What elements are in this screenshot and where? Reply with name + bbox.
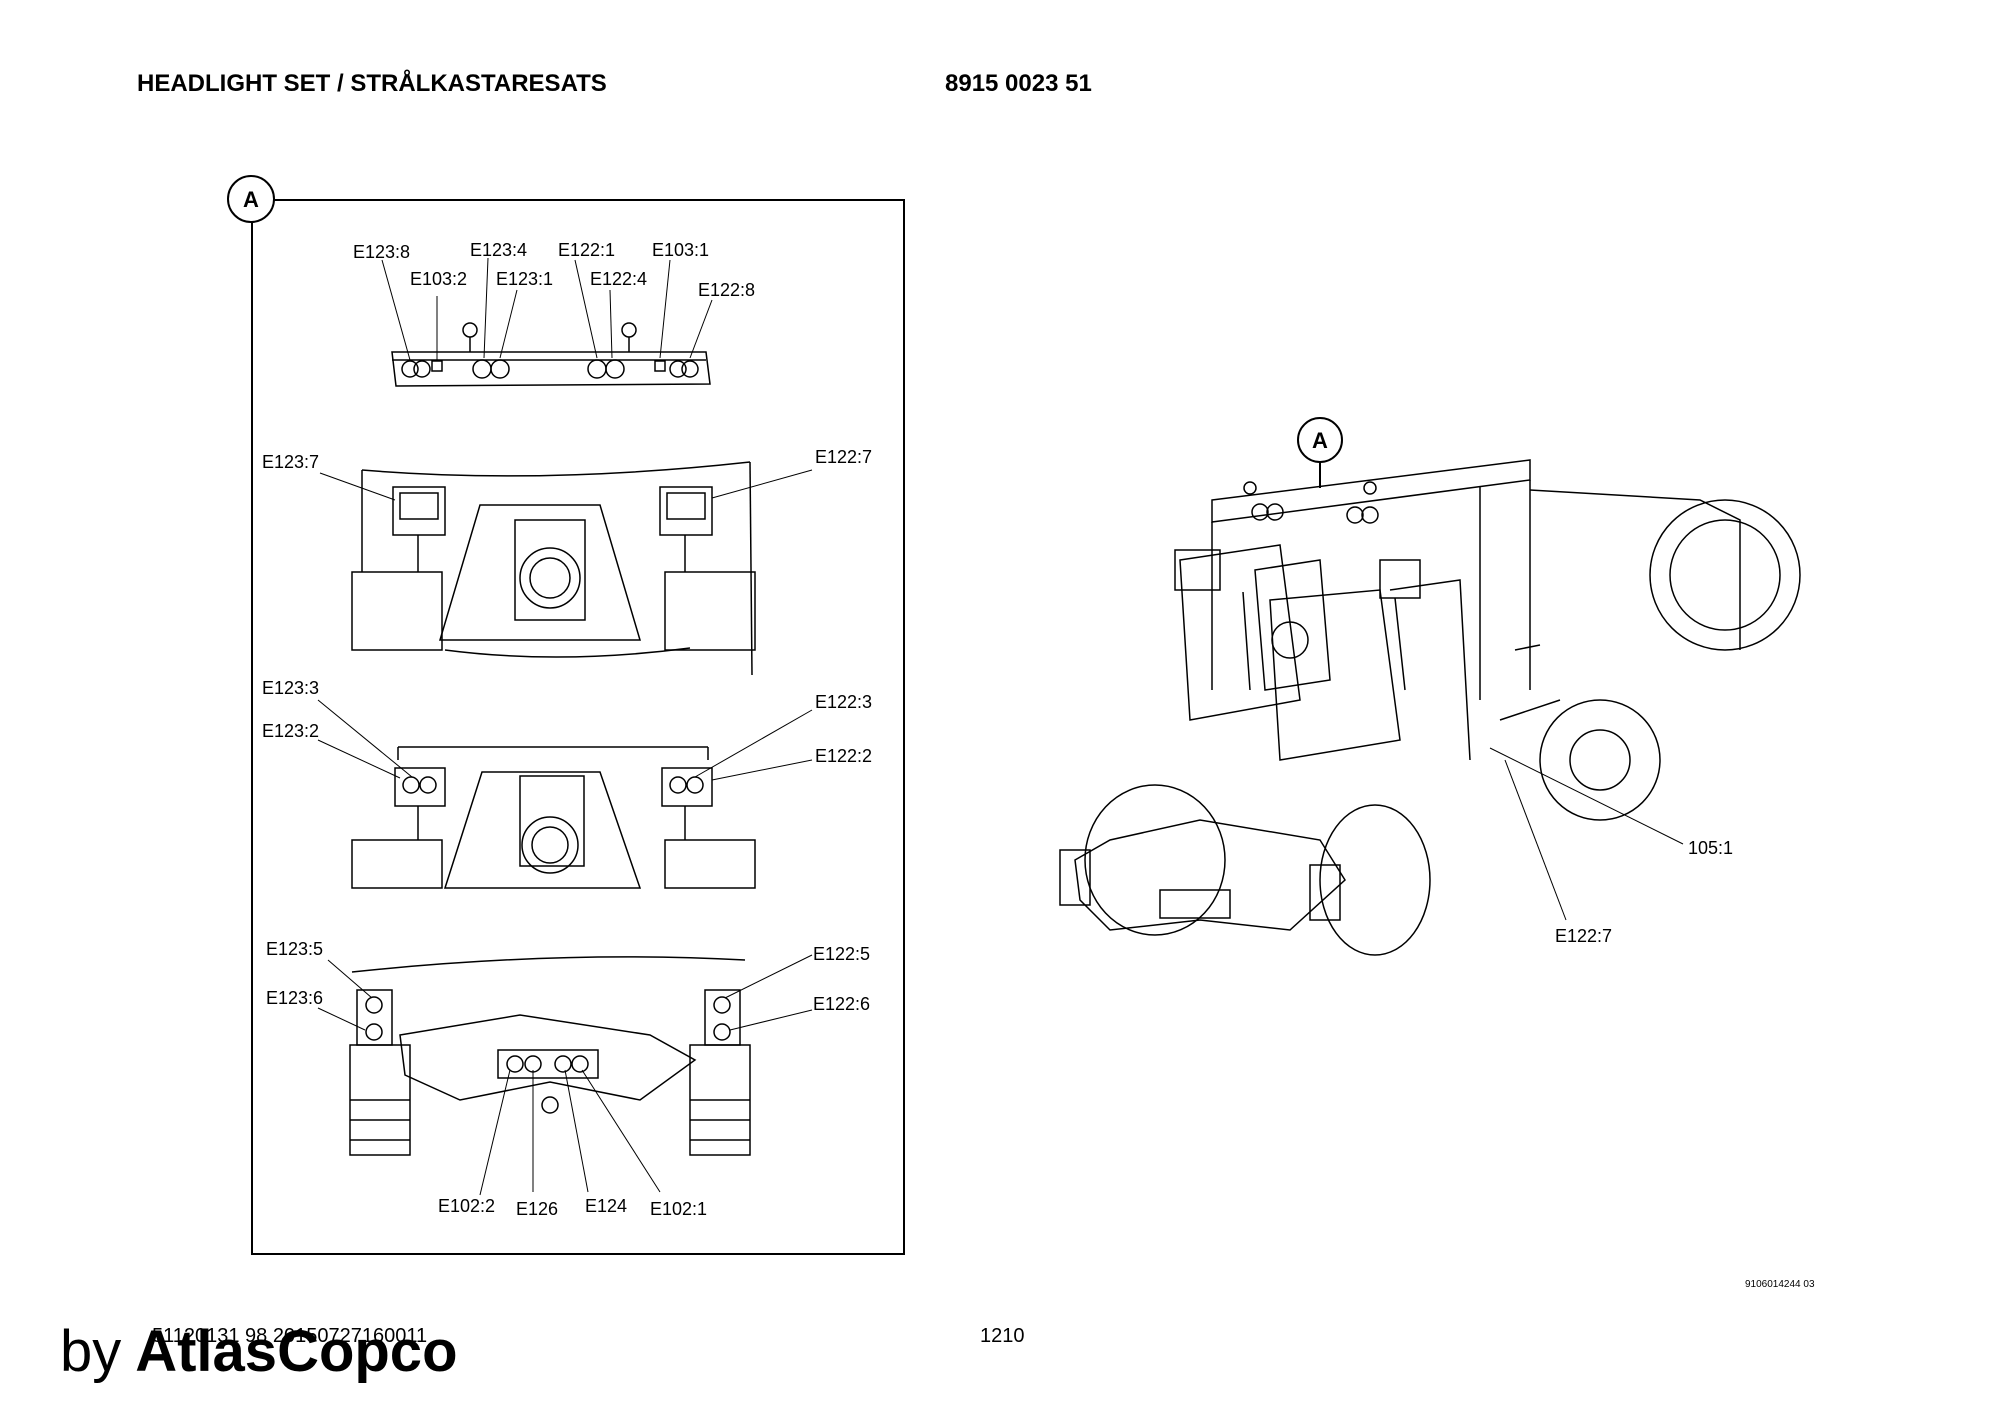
label-e123-7: E123:7 — [262, 452, 319, 472]
label-e123-8: E123:8 — [353, 242, 410, 262]
image-reference: 9106014244 03 — [1745, 1279, 1815, 1290]
machine-overview-drawing — [1059, 459, 1801, 956]
detail-marker-circle — [227, 175, 275, 223]
label-e122-2: E122:2 — [815, 746, 872, 766]
label-e103-1: E103:1 — [652, 240, 709, 260]
label-e126: E126 — [516, 1199, 558, 1219]
roof-drawing — [391, 322, 711, 387]
label-e103-2: E103:2 — [410, 269, 467, 289]
document-id: 51120131 98 20150727160011 — [152, 1325, 428, 1347]
label-e122-1: E122:1 — [558, 240, 615, 260]
label-e123-5: E123:5 — [266, 939, 323, 959]
detail-marker-letter: A — [243, 187, 259, 212]
label-e102-1: E102:1 — [650, 1199, 707, 1219]
label-e122-7-detail: E122:7 — [815, 447, 872, 467]
brand-name: AtlasCopco — [135, 1319, 458, 1384]
label-e122-7-overview: E122:7 — [1555, 926, 1612, 946]
label-e123-3: E123:3 — [262, 678, 319, 698]
rear-upper-drawing — [351, 461, 756, 676]
detail-frame — [251, 199, 905, 1255]
label-e122-6: E122:6 — [813, 994, 870, 1014]
label-e123-6: E123:6 — [266, 988, 323, 1008]
label-e122-4: E122:4 — [590, 269, 647, 289]
overview-marker-letter: A — [1312, 428, 1328, 453]
label-e123-1: E123:1 — [496, 269, 553, 289]
label-e123-4: E123:4 — [470, 240, 527, 260]
label-e102-2: E102:2 — [438, 1196, 495, 1216]
label-e122-5: E122:5 — [813, 944, 870, 964]
front-drawing — [349, 956, 751, 1156]
rear-mid-drawing — [351, 746, 756, 889]
page-title: HEADLIGHT SET / STRÅLKASTARESATS — [137, 70, 607, 97]
page-number: 1210 — [980, 1325, 1025, 1347]
label-e123-2: E123:2 — [262, 721, 319, 741]
part-number: 8915 0023 51 — [945, 70, 1092, 97]
brand-prefix: by — [60, 1319, 122, 1384]
label-e124: E124 — [585, 1196, 627, 1216]
label-e122-8: E122:8 — [698, 280, 755, 300]
label-e122-3: E122:3 — [815, 692, 872, 712]
brand-watermark: by AtlasCopco — [60, 1318, 458, 1385]
label-105-1: 105:1 — [1688, 838, 1733, 858]
